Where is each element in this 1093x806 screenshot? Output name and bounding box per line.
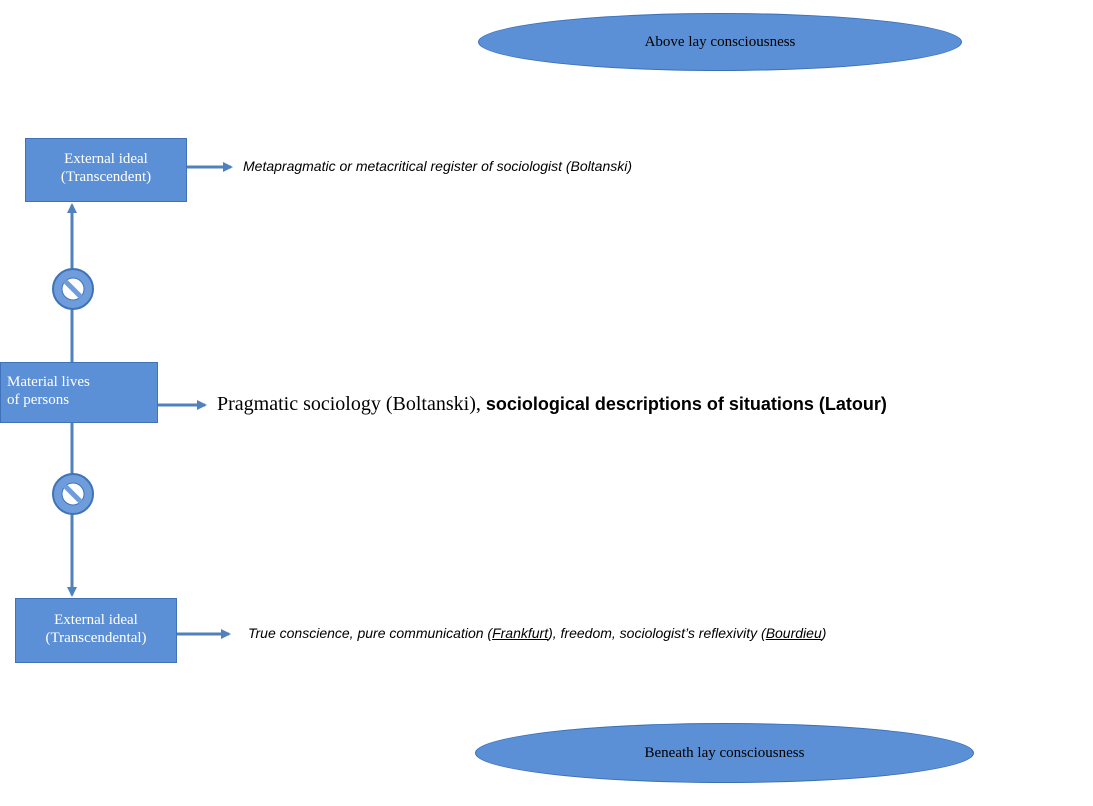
box-line: (Transcendental) [45,630,147,646]
no-entry-icon [52,473,94,515]
box-line: of persons [7,392,70,408]
sociological-descriptions-text: sociological descriptions of situations … [485,394,887,414]
metapragmatic-text: Metapragmatic or metacritical register o… [243,158,633,174]
beneath-lay-consciousness-ellipse: Beneath lay consciousness [475,723,974,783]
true-conscience-text: True conscience, pure communication ( [248,625,493,641]
metapragmatic-label: Metapragmatic or metacritical register o… [243,158,632,174]
true-conscience-label: True conscience, pure communication (Fra… [248,625,826,641]
bourdieu-text: Bourdieu [765,625,822,641]
pragmatic-sociology-text: Pragmatic sociology (Boltanski), [217,393,486,415]
closing-paren-text: ) [821,625,827,641]
box-line: External ideal [54,612,138,628]
box-line: Material lives [7,374,90,390]
above-lay-consciousness-ellipse: Above lay consciousness [478,13,962,71]
above-lay-consciousness-label: Above lay consciousness [644,33,796,50]
box-line: External ideal [64,151,148,167]
external-ideal-transcendental-box: External ideal (Transcendental) [15,598,177,663]
freedom-text: ), freedom, sociologist’s reflexivity ( [548,625,766,641]
no-entry-icon [52,268,94,310]
external-ideal-transcendent-box: External ideal (Transcendent) [25,138,187,202]
beneath-lay-consciousness-label: Beneath lay consciousness [644,744,805,761]
material-lives-box: Material lives of persons [0,362,158,423]
frankfurt-text: Frankfurt [492,625,549,641]
pragmatic-sociology-label: Pragmatic sociology (Boltanski), sociolo… [217,393,887,416]
box-line: (Transcendent) [60,169,152,185]
